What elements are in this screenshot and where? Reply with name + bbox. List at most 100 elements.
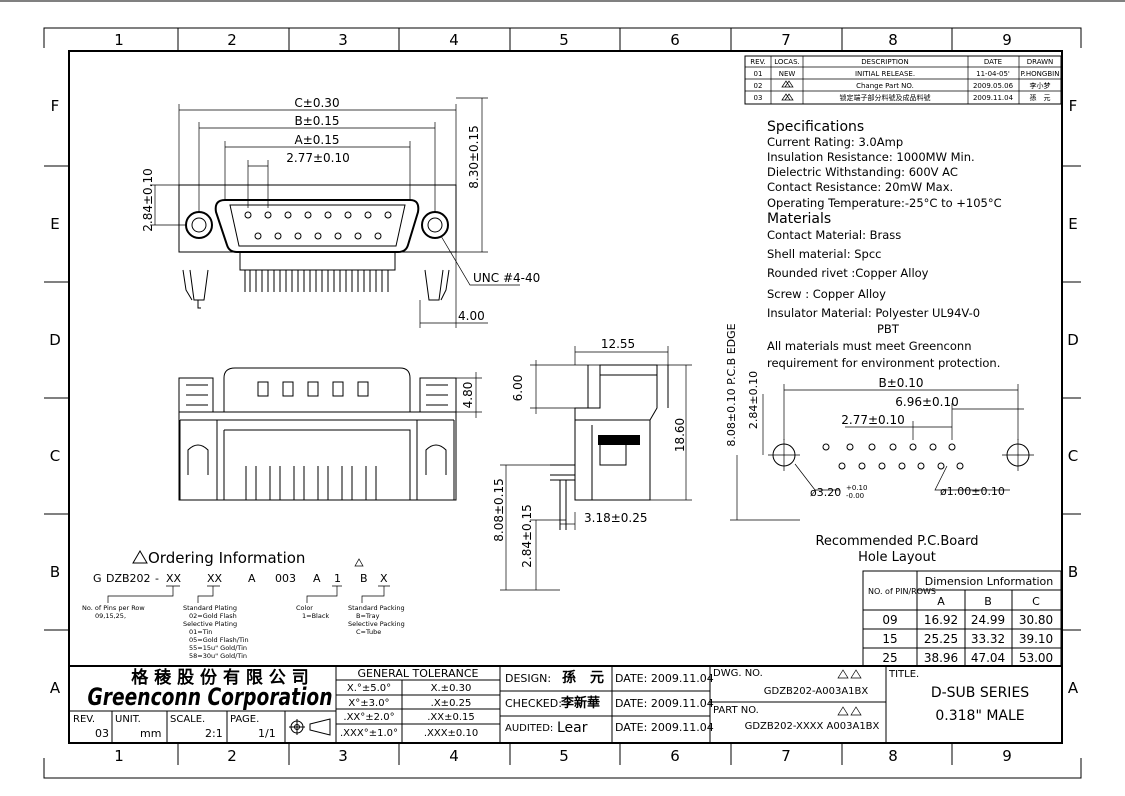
spec-line: Dielectric Withstanding: 600V AC	[767, 165, 958, 179]
dim-pcb-284: 2.84±0.10	[747, 371, 760, 429]
col-label-bottom: 3	[338, 747, 348, 765]
dim-table-cell: 38.96	[924, 651, 958, 665]
order-note: 55=15u" Gold/Tin	[189, 644, 247, 652]
dim-table-cell: 24.99	[971, 613, 1005, 627]
order-note: C=Tube	[356, 628, 381, 636]
dimension-table: NO. of PIN/ROWS Dimension Lnformation A …	[862, 570, 1062, 667]
dim-table-col: C	[1032, 595, 1040, 608]
col-label-top: 5	[559, 31, 569, 49]
rev-cell: 03	[754, 94, 763, 102]
dim-height-left: 2.84±0.10	[141, 168, 155, 232]
spec-line: Current Rating: 3.0Amp	[767, 135, 903, 149]
specifications: Specifications Current Rating: 3.0Amp In…	[767, 119, 1002, 370]
col-label-top: 2	[227, 31, 237, 49]
top-view-drawing: 4.80	[178, 367, 482, 501]
rev-cell: 2009.05.06	[973, 82, 1014, 90]
dim-table-col: A	[937, 595, 945, 608]
order-note: Color	[296, 604, 313, 612]
order-note: Selective Packing	[348, 620, 405, 628]
dim-table-cell: 47.04	[971, 651, 1005, 665]
order-code: B	[360, 572, 368, 585]
scale-label: SCALE.	[170, 714, 205, 725]
dim-height-right: 8.30±0.15	[467, 125, 481, 189]
rev-cell: 11-04-05'	[976, 70, 1010, 78]
title-block: 格 稜 股 份 有 限 公 司 Greenconn Corporation GE…	[68, 665, 1063, 744]
dim-c: C±0.30	[294, 96, 339, 110]
front-view-drawing: C±0.30 B±0.15 A±0.15 2.77±0.10 2.84±0.10…	[141, 96, 540, 328]
rev-cell: Change Part NO.	[856, 82, 914, 90]
design-label: DESIGN:	[505, 672, 551, 685]
order-code: -	[155, 572, 159, 585]
date-cell: DATE: 2009.11.04	[615, 697, 714, 710]
rev-cell: 李小梦	[1030, 81, 1051, 90]
rev-cell: INITIAL RELEASE.	[855, 70, 915, 78]
dim-table-cell: 25.25	[924, 632, 958, 646]
col-label-bottom: 8	[888, 747, 898, 765]
pcb-caption: Hole Layout	[858, 550, 936, 565]
ordering-title: Ordering Information	[148, 549, 305, 567]
spec-line: Operating Temperature:-25°C to +105°C	[767, 196, 1002, 210]
material-line: requirement for environment protection.	[767, 356, 1000, 370]
col-label-bottom: 7	[781, 747, 791, 765]
tolerance-cell: .XXX±0.10	[424, 728, 478, 739]
dim-pcb-edge: 8.08±0.10 P.C.B EDGE	[725, 323, 738, 446]
material-line: Insulator Material: Polyester UL94V-0	[767, 306, 980, 320]
rev-cell: P.HONGBIN	[1021, 70, 1060, 78]
row-label-left: D	[49, 331, 61, 349]
rev-cell: 02	[754, 82, 763, 90]
dim-hole-big: ø3.20	[810, 486, 841, 499]
tolerance-cell: X.°±5.0°	[347, 683, 391, 694]
rev-label: REV.	[73, 714, 95, 725]
date-cell: DATE: 2009.11.04	[615, 721, 714, 734]
col-label-bottom: 4	[449, 747, 459, 765]
order-code: XX	[166, 572, 182, 585]
dim-b: B±0.15	[294, 114, 339, 128]
col-label-bottom: 1	[114, 747, 124, 765]
dim-table-pin-header: NO. of PIN/ROWS	[868, 587, 936, 596]
rev-cell: 锁定端子部分料號及成品料號	[840, 93, 931, 102]
col-label-bottom: 6	[670, 747, 680, 765]
material-line: Screw : Copper Alloy	[767, 287, 886, 301]
checked-label: CHECKED:	[505, 697, 562, 710]
order-note: 1=Black	[302, 612, 329, 620]
spec-line: Insulation Resistance: 1000MW Min.	[767, 150, 975, 164]
rev-cell: 01	[754, 70, 763, 78]
dim-1860: 18.60	[673, 418, 687, 452]
dim-pcb-277: 2.77±0.10	[841, 413, 905, 427]
dim-hole-big-tol-bot: -0.00	[846, 492, 864, 500]
order-note: 02=Gold Flash	[189, 612, 237, 620]
dim-1255: 12.55	[601, 337, 635, 351]
unit-label: UNIT.	[115, 714, 141, 725]
dim-table-group-header: Dimension Lnformation	[925, 575, 1054, 588]
order-code: 1	[334, 572, 341, 585]
rev-cell: NEW	[779, 70, 796, 78]
materials-title: Materials	[767, 211, 831, 227]
tolerance-cell: .X±0.25	[431, 698, 472, 709]
col-label-top: 1	[114, 31, 124, 49]
row-label-left: C	[50, 447, 60, 465]
rev-header: DESCRIPTION	[861, 58, 908, 66]
rev-cell: 孫 元	[1030, 93, 1051, 102]
order-code: X	[380, 572, 388, 585]
order-note: Selective Plating	[183, 620, 237, 628]
row-label-right: A	[1068, 679, 1079, 697]
dim-table-cell: 30.80	[1019, 613, 1053, 627]
row-label-right: F	[1069, 97, 1078, 115]
dim-pcb-696: 6.96±0.10	[895, 395, 959, 409]
part-number: GDZB202-XXXX A003A1BX	[745, 721, 880, 732]
spec-line: Contact Resistance: 20mW Max.	[767, 180, 953, 194]
row-label-left: F	[51, 97, 60, 115]
pcb-layout-drawing: 8.08±0.10 P.C.B EDGE 2.84±0.10 B±0.10 6.…	[725, 323, 1034, 565]
tolerance-cell: X.±0.30	[431, 683, 472, 694]
pcb-caption: Recommended P.C.Board	[815, 534, 978, 549]
tolerance-header: GENERAL TOLERANCE	[357, 667, 478, 680]
dim-table-cell: 39.10	[1019, 632, 1053, 646]
dim-unc: UNC #4-40	[473, 271, 540, 285]
order-note: 58=30u" Gold/Tin	[189, 652, 247, 660]
dim-table-cell: 16.92	[924, 613, 958, 627]
col-label-bottom: 2	[227, 747, 237, 765]
row-label-left: E	[50, 215, 59, 233]
tolerance-cell: .XX°±2.0°	[343, 712, 394, 723]
